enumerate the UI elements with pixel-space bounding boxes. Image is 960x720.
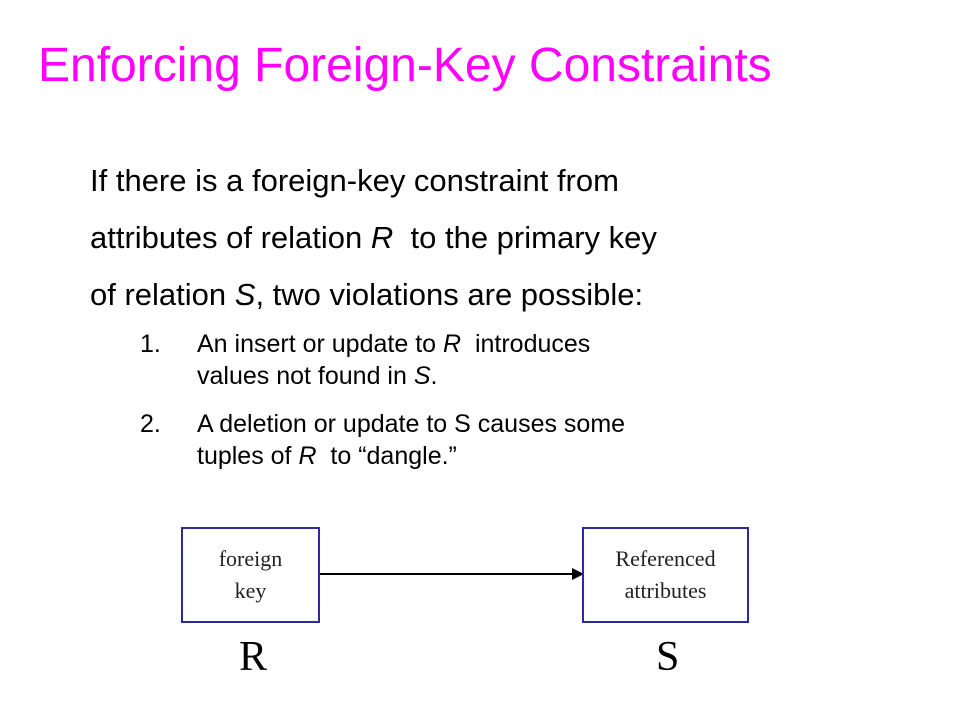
relation-s-italic: S xyxy=(413,362,431,390)
relation-s-italic: S xyxy=(234,277,256,312)
foreign-key-box: foreign key xyxy=(181,527,320,623)
intro-line-2: attributes of relation R to the primary … xyxy=(90,209,890,266)
slide-title: Enforcing Foreign-Key Constraints xyxy=(38,39,772,92)
list-item: 2. A deletion or update to S causes some… xyxy=(140,408,920,472)
list-text: to “dangle.” xyxy=(316,442,457,470)
intro-paragraph: If there is a foreign-key constraint fro… xyxy=(90,152,890,323)
relation-r-italic: R xyxy=(442,330,462,358)
relation-r-italic: R xyxy=(298,442,317,470)
intro-line-1: If there is a foreign-key constraint fro… xyxy=(90,163,619,198)
list-item-line: An insert or update to R introduces xyxy=(197,328,920,360)
list-item-line: tuples of R to “dangle.” xyxy=(197,440,920,472)
intro-line-2-start: attributes of relation xyxy=(90,220,371,255)
list-item-line: values not found in S. xyxy=(197,360,920,392)
list-text: An insert or update to xyxy=(197,330,443,358)
list-item-number: 1. xyxy=(140,330,161,358)
list-item-line: A deletion or update to S causes some xyxy=(197,410,626,438)
list-text: values not found in xyxy=(197,362,414,390)
referenced-attributes-box: Referenced attributes xyxy=(582,527,749,623)
list-text: . xyxy=(430,362,438,390)
intro-line-2-end: to the primary key xyxy=(393,220,657,255)
intro-line-3: of relation S, two violations are possib… xyxy=(90,266,890,323)
relation-s-label: S xyxy=(656,634,680,680)
referenced-attributes-label-1: Referenced xyxy=(615,546,716,571)
list-item-number: 2. xyxy=(140,410,161,438)
reference-arrow xyxy=(320,568,584,580)
foreign-key-label-1: foreign xyxy=(218,546,283,571)
referenced-attributes-label-2: attributes xyxy=(624,578,707,603)
list-item: 1. An insert or update to R introduces v… xyxy=(140,328,920,392)
list-text: introduces xyxy=(461,330,591,358)
intro-line-3-start: of relation xyxy=(90,277,235,312)
intro-line-3-end: , two violations are possible: xyxy=(255,277,644,312)
foreign-key-label-2: key xyxy=(234,578,267,603)
violations-list: 1. An insert or update to R introduces v… xyxy=(140,328,920,488)
arrow-head xyxy=(572,568,584,580)
list-text: tuples of xyxy=(197,442,299,470)
relation-r-label: R xyxy=(239,634,268,680)
relation-r-italic: R xyxy=(370,220,394,255)
